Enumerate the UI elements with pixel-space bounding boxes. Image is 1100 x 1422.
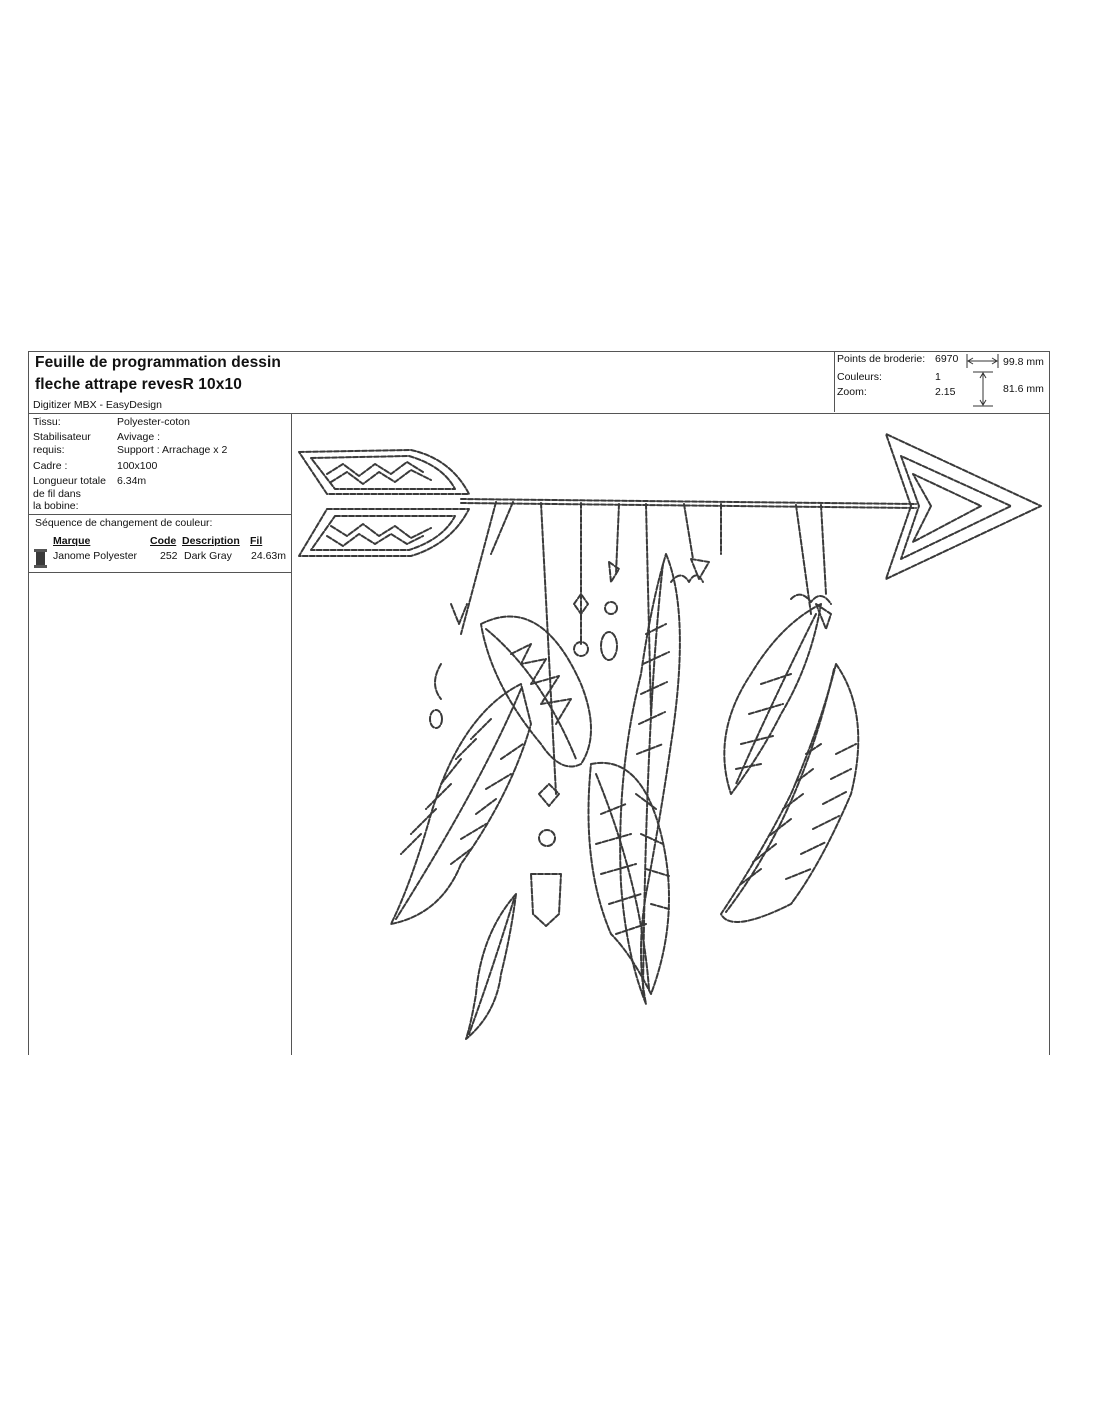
design-height: 81.6 mm xyxy=(1003,383,1044,395)
software-label: Digitizer MBX - EasyDesign xyxy=(33,399,162,411)
row-thread-length: 24.63m xyxy=(251,550,287,562)
color-sequence-title: Séquence de changement de couleur: xyxy=(35,517,213,529)
programming-sheet: Feuille de programmation dessin fleche a… xyxy=(28,351,1050,1055)
zoom-value: 2.15 xyxy=(935,386,956,398)
arrow-shaft xyxy=(460,498,917,505)
colors-value: 1 xyxy=(935,371,941,383)
col-header-thread: Fil xyxy=(250,535,263,547)
thread-length-value: 6.34m xyxy=(117,475,147,487)
thread-spool-icon xyxy=(34,549,47,568)
col-header-brand: Marque xyxy=(53,535,91,547)
feather-center-tall xyxy=(619,553,681,1005)
zoom-label: Zoom: xyxy=(837,386,867,398)
sheet-title-line2: fleche attrape revesR 10x10 xyxy=(35,376,242,393)
feather-upper-left xyxy=(480,615,592,768)
header-divider xyxy=(29,413,1049,414)
col-header-code: Code xyxy=(150,535,177,547)
arrow-fletching-top xyxy=(298,449,470,495)
table-divider xyxy=(29,572,291,573)
panel-divider xyxy=(291,413,292,1055)
feather-small-bottom-left xyxy=(465,893,517,1040)
arrow-head xyxy=(885,433,1042,580)
stabilizer-value-1: Avivage : xyxy=(117,431,160,443)
stitch-count-label: Points de broderie: xyxy=(837,353,926,365)
frame-value: 100x100 xyxy=(117,460,158,472)
arrow-fletching-bottom xyxy=(298,508,470,557)
dimension-arrows-icon xyxy=(966,354,999,407)
feather-left-diagonal xyxy=(390,683,532,925)
arrow-charm xyxy=(530,873,562,927)
thread-length-label-1: Longueur totale xyxy=(33,475,106,487)
feather-right-upper xyxy=(723,603,822,795)
colors-label: Couleurs: xyxy=(837,371,882,383)
stabilizer-value-2: Support : Arrachage x 2 xyxy=(117,444,228,456)
feather-right-diagonal xyxy=(720,663,860,923)
embroidery-design-preview xyxy=(298,433,1042,1040)
info-divider xyxy=(29,514,291,515)
stats-divider xyxy=(834,352,835,412)
stabilizer-label-1: Stabilisateur xyxy=(33,431,91,443)
row-code: 252 xyxy=(160,550,178,562)
fabric-value: Polyester-coton xyxy=(117,416,190,428)
stitch-count-value: 6970 xyxy=(935,353,959,365)
row-brand: Janome Polyester xyxy=(53,550,138,562)
design-width: 99.8 mm xyxy=(1003,356,1044,368)
thread-length-label-2: de fil dans xyxy=(33,488,81,500)
sheet-title-line1: Feuille de programmation dessin xyxy=(35,354,281,371)
fabric-label: Tissu: xyxy=(33,416,61,428)
row-description: Dark Gray xyxy=(184,550,232,562)
feather-center-lower xyxy=(587,761,670,995)
frame-label: Cadre : xyxy=(33,460,68,472)
thread-length-label-3: la bobine: xyxy=(33,500,79,512)
stabilizer-label-2: requis: xyxy=(33,444,65,456)
col-header-description: Description xyxy=(182,535,240,547)
